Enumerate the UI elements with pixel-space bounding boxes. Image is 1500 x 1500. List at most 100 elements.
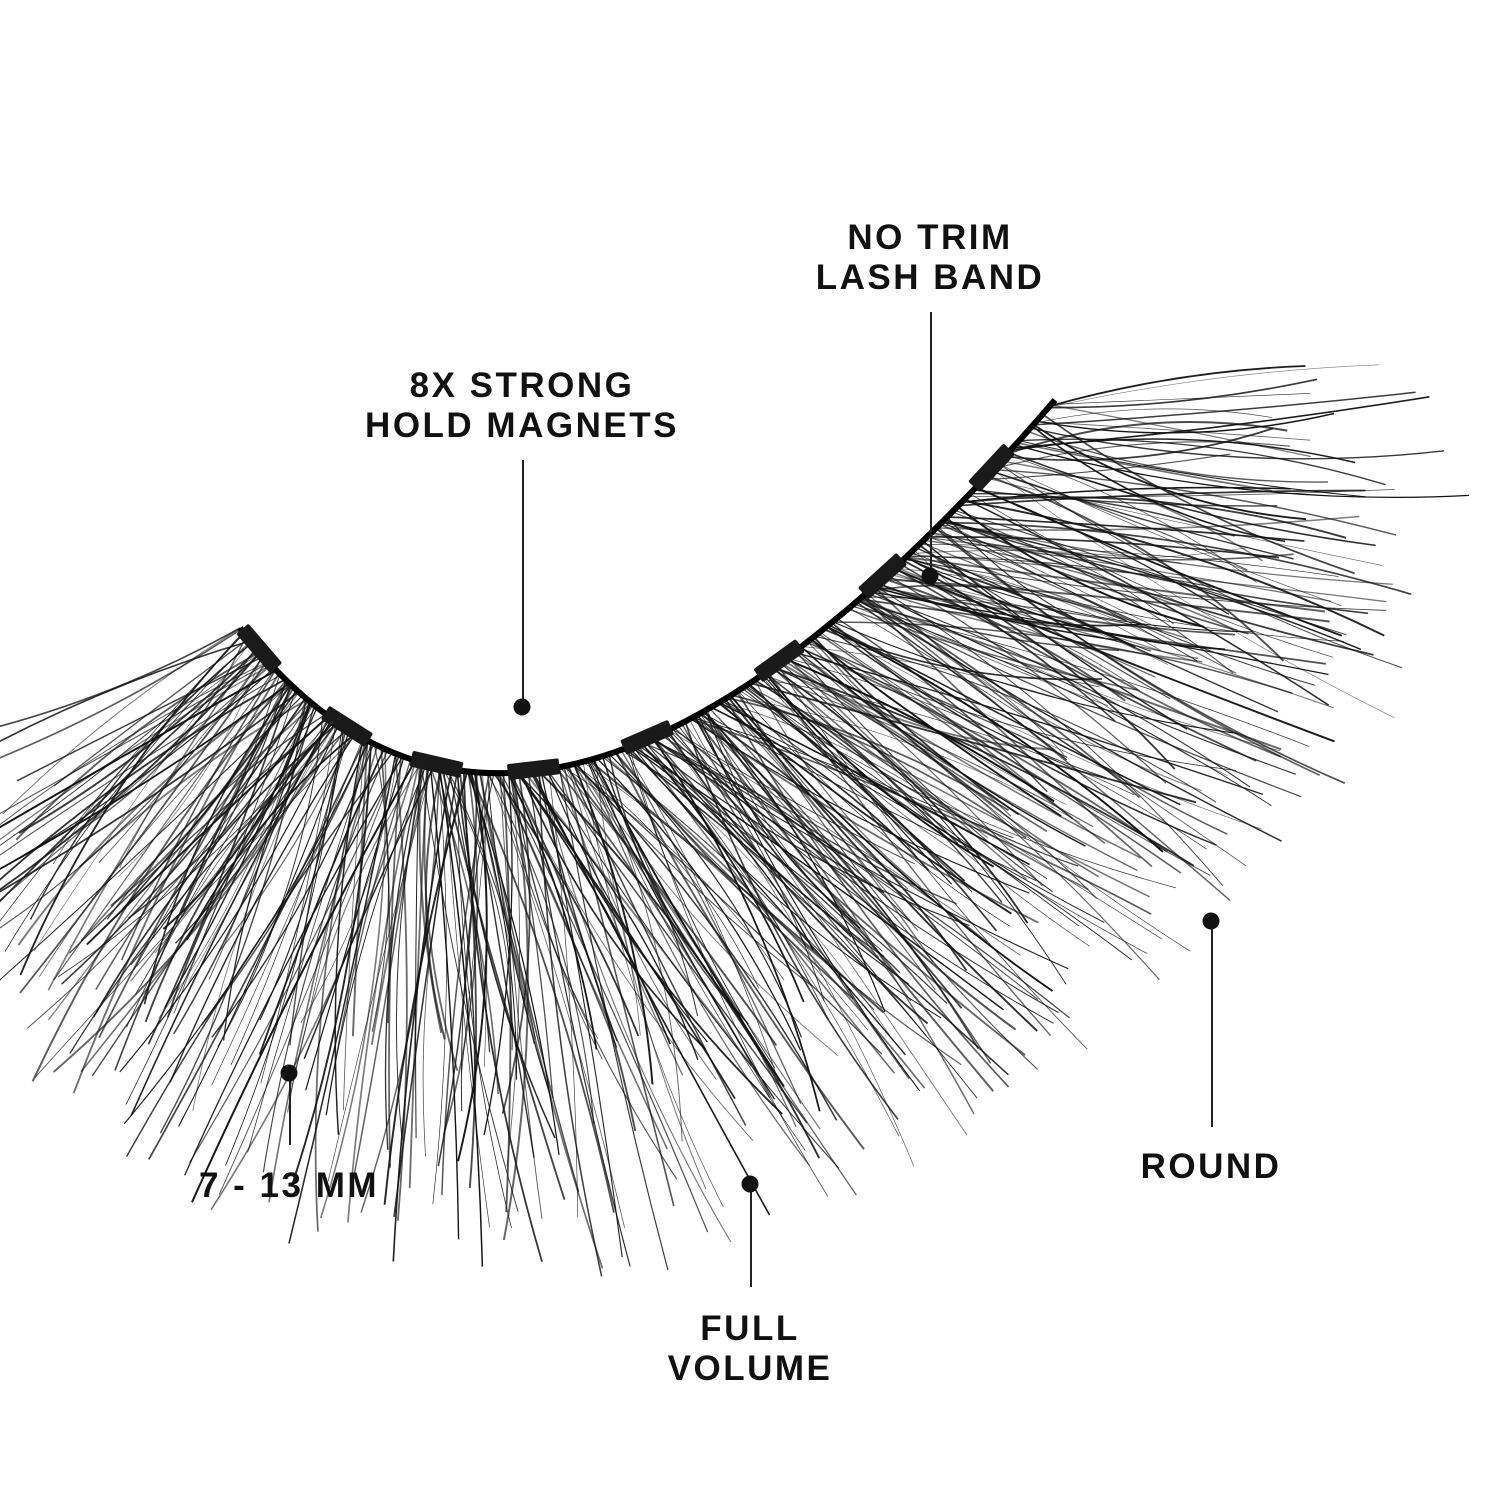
lash-fiber — [475, 772, 548, 1085]
lash-fiber — [479, 772, 604, 1269]
lash-fiber — [608, 753, 803, 1038]
lash-fiber — [98, 655, 264, 863]
lash-fiber — [677, 724, 825, 1002]
lash-fiber — [442, 771, 479, 1136]
lash-fiber — [1008, 451, 1376, 547]
magnet — [409, 751, 464, 778]
lash-fiber — [564, 765, 641, 1036]
lash-fiber — [849, 607, 1247, 867]
lash-fiber — [964, 498, 1330, 706]
lash-fiber — [122, 689, 298, 910]
lash-fiber — [500, 772, 709, 1233]
lash-fibers — [0, 364, 1470, 1277]
lash-fiber — [650, 737, 910, 985]
callout-text: LASH BAND — [815, 258, 1045, 297]
lash-fiber — [910, 552, 1344, 642]
lash-fiber — [121, 669, 277, 961]
lash-fiber — [436, 766, 476, 1111]
lash-fiber — [776, 664, 1090, 947]
lash-fiber — [697, 714, 921, 1092]
lash-fiber — [300, 754, 398, 1023]
lash-fiber — [230, 730, 350, 1065]
lash-fiber — [415, 761, 420, 1139]
lash-fiber — [832, 621, 1238, 735]
lash-fiber — [1051, 393, 1311, 405]
lash-fiber — [808, 639, 1182, 874]
lash-fiber — [658, 733, 1039, 1001]
lash-fiber — [869, 590, 1296, 775]
lash-fiber — [218, 754, 400, 1195]
callout-line — [750, 1184, 752, 1287]
callout-length-label: 7 - 13 MM — [199, 1166, 379, 1206]
lash-fiber — [919, 543, 1339, 577]
lash-fiber — [520, 772, 707, 1051]
lash-fiber — [862, 595, 1231, 902]
lash-fiber — [0, 651, 261, 891]
lash-fiber — [650, 737, 1070, 1019]
lash-fiber — [941, 521, 1412, 596]
lash-fiber — [596, 757, 802, 1051]
lash-fiber — [442, 767, 513, 1051]
lash-fiber — [828, 624, 1181, 806]
lash-fiber — [807, 641, 1191, 952]
lash-fiber — [395, 763, 426, 1140]
lash-fiber — [0, 669, 277, 829]
lash-fiber — [640, 741, 988, 943]
lash-fiber — [984, 477, 1383, 566]
lash-fiber — [620, 749, 802, 1104]
lash-fiber — [0, 628, 242, 759]
lash-fiber — [493, 772, 640, 1037]
lash-fiber — [877, 582, 1145, 627]
lash-fiber — [559, 766, 797, 1128]
lash-fiber — [772, 666, 1195, 867]
lash-fiber — [72, 672, 280, 1094]
callout-text: HOLD MAGNETS — [365, 406, 679, 445]
lash-fiber — [869, 584, 1127, 622]
lash-fiber — [967, 489, 1396, 498]
lash-fiber — [460, 773, 495, 1112]
lash-fiber — [524, 771, 753, 1066]
lash-fiber — [799, 646, 1168, 853]
lash-fiber — [969, 492, 1235, 537]
lash-fiber — [576, 762, 821, 1130]
lash-fiber — [631, 745, 942, 1019]
callout-text: NO TRIM — [847, 218, 1013, 257]
lash-fiber — [873, 586, 1118, 642]
lash-fiber — [536, 770, 618, 1042]
callout-no-trim-label: NO TRIM LASH BAND — [816, 218, 1045, 298]
lash-fiber — [443, 767, 490, 1228]
magnet — [237, 624, 282, 673]
lash-fiber — [918, 544, 1171, 700]
lash-fiber — [0, 640, 251, 743]
lash-fiber — [905, 556, 1226, 651]
lash-fiber — [761, 675, 964, 858]
lash-fiber — [586, 760, 806, 1151]
lash-fiber — [934, 528, 1198, 662]
lash-fiber — [0, 695, 304, 981]
lash-fiber — [258, 748, 385, 1055]
lash-fiber — [531, 770, 771, 1216]
lash-fiber — [749, 682, 1197, 804]
lash-fiber — [847, 608, 1138, 691]
lash-fiber — [508, 772, 754, 1142]
lash-fiber — [882, 577, 1330, 623]
lash-fiber — [567, 765, 747, 1126]
lash-fiber — [935, 527, 1346, 784]
lash-fiber — [191, 760, 417, 1203]
lash-fiber — [29, 642, 253, 920]
magnet — [968, 444, 1015, 492]
callout-text: ROUND — [1140, 1147, 1282, 1186]
lash-fiber — [631, 745, 1004, 1011]
lash-fiber — [462, 771, 543, 1262]
lash-fiber — [722, 699, 934, 963]
lash-fiber — [861, 596, 1163, 632]
lash-fiber — [483, 772, 513, 1136]
lash-fiber — [582, 761, 724, 1208]
lash-fiber — [517, 772, 736, 1100]
lash-fiber — [771, 667, 1012, 817]
lash-fiber — [927, 536, 1280, 559]
lash-fiber — [738, 690, 1011, 927]
lash-fiber — [486, 772, 595, 1124]
lash-fiber — [456, 770, 556, 1139]
